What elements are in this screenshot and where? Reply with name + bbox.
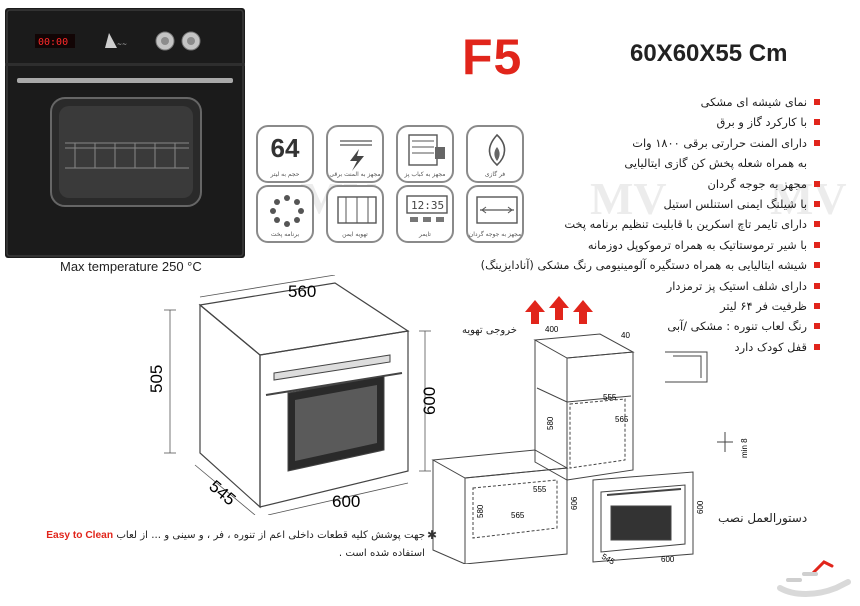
- list-item: با شیلنگ ایمنی استنلس استیل: [390, 194, 820, 214]
- enamel-note: جهت پوشش کلیه قطعات داخلی اعم از تنوره ،…: [45, 527, 425, 563]
- oven-photo: 00:00 ~~: [5, 8, 245, 258]
- model-name: F5: [462, 29, 523, 85]
- gas-burner-icon: فر گازی: [466, 125, 524, 183]
- watermark: MV: [770, 173, 847, 224]
- dim-top-width: 560: [288, 282, 316, 301]
- note-brand: Easy to Clean: [46, 530, 114, 541]
- list-item: دارای المنت حرارتی برقی ۱۸۰۰ وات: [390, 133, 820, 153]
- feature-list: نمای شیشه ای مشکی با کارکرد گاز و برق دا…: [390, 92, 820, 357]
- dim-565a: 565: [615, 415, 629, 424]
- electric-element-icon: مجهز به المنت برقی: [326, 125, 384, 183]
- list-item: دارای تایمر تاچ اسکرین با قابلیت تنظیم ب…: [390, 214, 820, 234]
- product-dimensions: 60X60X55 Cm: [630, 40, 788, 67]
- dim-height-left: 505: [150, 365, 166, 393]
- dim-400: 400: [545, 325, 559, 334]
- site-logo: [777, 560, 851, 597]
- dim-40: 40: [621, 331, 630, 340]
- dim-height-right: 600: [420, 387, 439, 415]
- max-temperature: Max temperature 250 °C: [60, 259, 202, 274]
- rotisserie-icon: مجهز به جوجه گردان: [466, 185, 524, 243]
- programs-icon: برنامه پخت: [256, 185, 314, 243]
- grill-icon: مجهز به کباب پز: [396, 125, 454, 183]
- timer-icon: 12:35 تایمر: [396, 185, 454, 243]
- list-item: مجهز به جوجه گردان: [390, 174, 820, 194]
- watermark: MV: [590, 173, 667, 224]
- oven-display: 00:00: [38, 37, 68, 48]
- dim-min8: min 8: [740, 438, 749, 458]
- dim-565b: 565: [511, 511, 525, 520]
- list-item: با شیر ترموستاتیک به همراه ترموکوپل دوزم…: [390, 235, 820, 255]
- ventilation-icon: تهویه ایمن: [326, 185, 384, 243]
- note-text-prefix: جهت پوشش کلیه قطعات داخلی اعم از تنوره ،…: [116, 530, 425, 541]
- dim-front-width: 600: [332, 492, 360, 511]
- dim-depth: 545: [205, 477, 239, 510]
- dim-555a: 555: [603, 393, 617, 402]
- installation-title: دستورالعمل نصب: [718, 511, 808, 525]
- list-item: ظرفیت فر ۶۴ لیتر: [390, 296, 820, 316]
- note-star-icon: ✱: [427, 528, 438, 542]
- dim-580b: 580: [476, 504, 485, 518]
- capacity-icon: 64 حجم به لیتر: [256, 125, 314, 183]
- dim-555b: 555: [533, 485, 547, 494]
- list-item: رنگ لعاب تنوره : مشکی /آبی: [390, 316, 820, 336]
- oven-dimension-drawing: 560 505 600 545 600: [150, 275, 439, 515]
- list-item: قفل کودک دارد: [390, 337, 820, 357]
- dim-600-front: 600: [661, 555, 675, 564]
- list-item: نمای شیشه ای مشکی: [390, 92, 820, 112]
- dim-545-side: 545: [600, 552, 617, 564]
- exhaust-label: خروجی تهویه: [462, 325, 517, 336]
- svg-text:12:35: 12:35: [411, 199, 444, 212]
- list-item: شیشه ایتالیایی به همراه دستگیره آلومینیو…: [390, 255, 820, 275]
- installation-drawing: 400 40 555 565 580 555 565 580 606 600 5…: [431, 296, 749, 564]
- list-item: دارای شلف استیک پز ترمزدار: [390, 276, 820, 296]
- list-item: با کارکرد گاز و برق: [390, 112, 820, 132]
- svg-text:~~: ~~: [117, 41, 127, 48]
- note-text-suffix: استفاده شده است .: [338, 548, 425, 559]
- list-item: به همراه شعله پخش کن گازی ایتالیایی: [624, 156, 807, 171]
- dim-606: 606: [570, 496, 579, 510]
- dim-600-side: 600: [696, 500, 705, 514]
- dim-580a: 580: [546, 416, 555, 430]
